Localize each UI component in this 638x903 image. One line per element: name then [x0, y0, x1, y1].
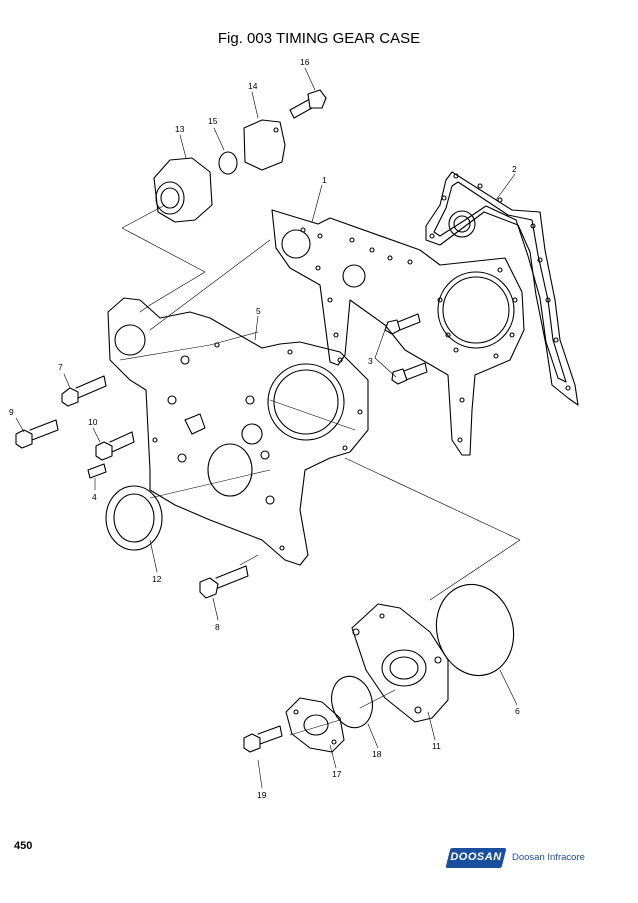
callout-3: 3 [368, 356, 373, 366]
callout-4: 4 [92, 492, 97, 502]
part-11-cover-plate [351, 603, 449, 723]
part-14-cap [243, 119, 286, 171]
callout-5: 5 [256, 306, 261, 316]
part-3-bolt-lower [391, 362, 428, 385]
callout-8: 8 [215, 622, 220, 632]
callout-12: 12 [152, 574, 162, 584]
callout-18: 18 [372, 749, 382, 759]
part-4-pin [87, 463, 107, 479]
logo-badge-text: DOOSAN [450, 851, 502, 863]
part-10-bolt [95, 431, 135, 461]
part-15-o-ring [218, 151, 238, 175]
page-number: 450 [14, 840, 33, 852]
callout-labels: 1 2 3 4 5 6 7 8 9 10 11 12 13 14 15 16 1… [9, 57, 520, 800]
doosan-logo: DOOSAN Doosan Infracore [445, 848, 598, 870]
callout-17: 17 [332, 769, 342, 779]
part-13-housing [153, 157, 213, 223]
company-name: Doosan Infracore [512, 852, 585, 863]
part-2-gasket [425, 171, 579, 406]
callout-19: 19 [257, 790, 267, 800]
callout-6: 6 [515, 706, 520, 716]
callout-10: 10 [88, 417, 98, 427]
part-19-bolt [243, 725, 283, 753]
callout-13: 13 [175, 124, 185, 134]
part-3-bolt-upper [384, 313, 421, 335]
part-7-bolt [61, 375, 107, 407]
part-8-bolt [199, 565, 249, 599]
callout-16: 16 [300, 57, 310, 67]
callout-leader-lines [15, 67, 518, 789]
part-17-flange [285, 697, 345, 753]
callout-7: 7 [58, 362, 63, 372]
part-16-bolt [289, 89, 327, 119]
callout-2: 2 [512, 164, 517, 174]
callout-9: 9 [9, 407, 14, 417]
part-12-seal [105, 485, 163, 551]
figure-title: Fig. 003 TIMING GEAR CASE [217, 30, 421, 47]
part-5-timing-gear-case [107, 297, 369, 566]
callout-1: 1 [322, 175, 327, 185]
part-6-o-ring [435, 583, 515, 677]
callout-14: 14 [248, 81, 258, 91]
part-1-plate [271, 209, 525, 456]
part-9-bolt [15, 419, 59, 449]
callout-15: 15 [208, 116, 218, 126]
part-18-o-ring [330, 675, 374, 729]
callout-11: 11 [432, 741, 441, 751]
